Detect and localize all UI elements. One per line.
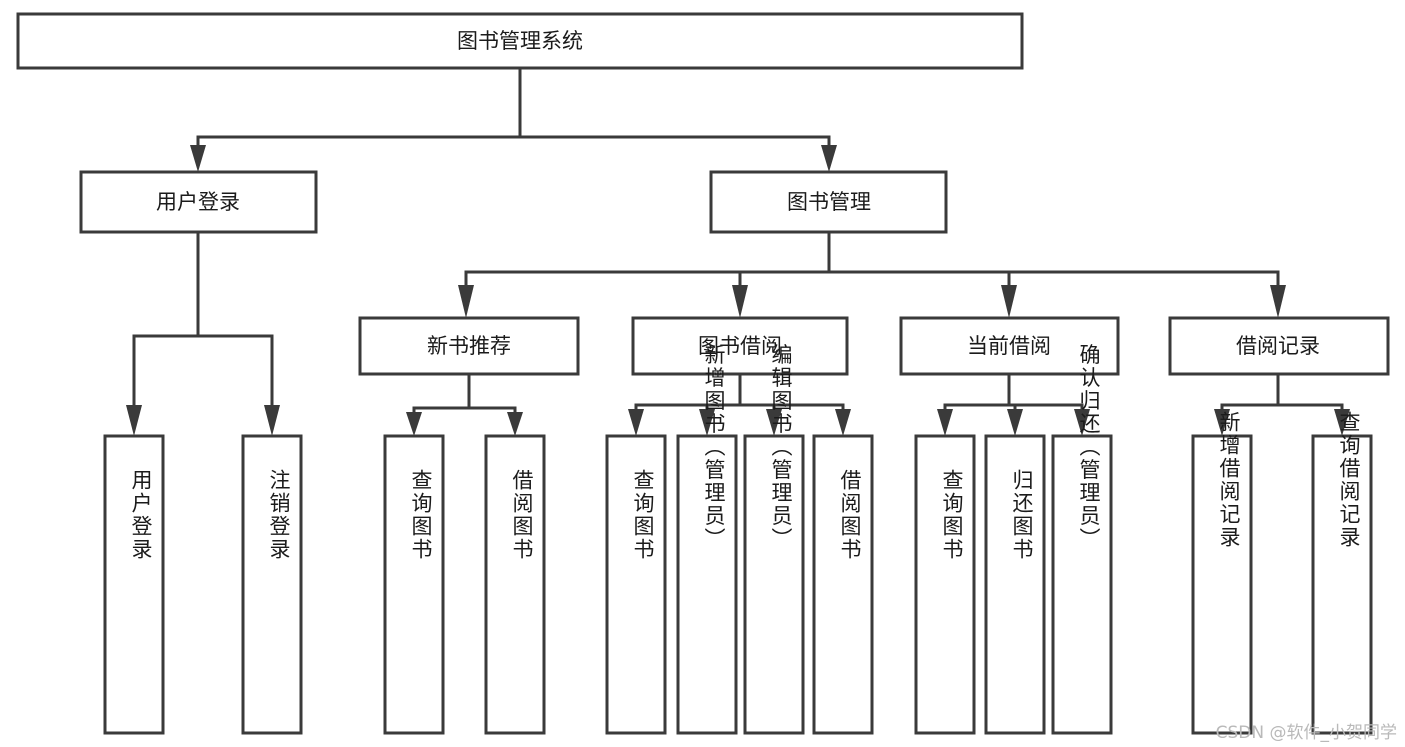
node-label: 查询图书 [940,469,964,561]
node-leaf-query-book-recommend[interactable]: 查询图书 [383,434,445,735]
node-current-borrow[interactable]: 当前借阅 [899,316,1120,376]
arrow-head-icon [1074,409,1090,436]
arrow-head-icon [507,412,523,436]
arrow-head-icon [835,409,851,436]
node-user-login[interactable]: 用户登录 [79,170,318,234]
arrow-head-icon [1270,285,1286,318]
node-label: 借阅图书 [510,469,534,561]
node-leaf-add-book[interactable]: 新增图书（管理员） [676,344,738,735]
arrow-head-icon [1001,285,1017,318]
node-box[interactable] [605,434,667,735]
connector-borrow-record-to-leaves [1214,372,1350,436]
node-label: 注销登录 [267,469,291,561]
connector-user-login-to-leaves [126,230,280,436]
node-box[interactable] [484,434,546,735]
node-box[interactable] [1311,434,1373,735]
node-box[interactable] [241,434,303,735]
node-box[interactable] [383,434,445,735]
node-leaf-query-book-borrow[interactable]: 查询图书 [605,434,667,735]
node-box[interactable] [984,434,1046,735]
node-box[interactable] [16,12,1024,70]
node-box[interactable] [1191,434,1253,735]
node-leaf-query-borrow-record[interactable]: 查询借阅记录 [1311,411,1373,735]
watermark: CSDN @软件_小贺同学 [1215,723,1397,743]
node-new-book-recommend[interactable]: 新书推荐 [358,316,580,376]
arrow-head-icon [1334,409,1350,436]
node-label: 新增图书（管理员） [702,344,726,551]
node-root[interactable]: 图书管理系统 [16,12,1024,70]
node-label: 借阅记录 [1236,334,1320,358]
node-box[interactable] [358,316,580,376]
node-label: 用户登录 [129,469,153,561]
node-box[interactable] [914,434,976,735]
arrow-head-icon [458,285,474,318]
node-box[interactable] [743,434,805,735]
arrow-head-icon [1007,409,1023,436]
node-box[interactable] [899,316,1120,376]
arrow-head-icon [264,405,280,436]
node-box[interactable] [1051,434,1113,735]
node-label: 当前借阅 [967,334,1051,358]
arrow-head-icon [766,409,782,436]
node-label: 确认归还（管理员） [1077,344,1101,551]
arrow-head-icon [937,409,953,436]
node-leaf-borrow-book-recommend[interactable]: 借阅图书 [484,434,546,735]
arrow-head-icon [699,409,715,436]
node-box[interactable] [103,434,165,735]
node-label: 归还图书 [1010,469,1034,561]
node-label: 借阅图书 [838,469,862,561]
node-book-borrow[interactable]: 图书借阅 [631,316,849,376]
connector-layer [126,66,1350,436]
node-label: 新书推荐 [427,334,511,358]
node-leaf-add-borrow-record[interactable]: 新增借阅记录 [1191,411,1253,735]
node-label: 编辑图书（管理员） [769,344,793,551]
node-label: 用户登录 [156,190,240,214]
arrow-head-icon [190,145,206,172]
node-label: 新增借阅记录 [1217,411,1241,549]
node-box[interactable] [79,170,318,234]
arrow-head-icon [406,412,422,436]
connector-book-borrow-to-leaves [628,372,851,436]
arrow-head-icon [1214,409,1230,436]
node-borrow-record[interactable]: 借阅记录 [1168,316,1390,376]
node-leaf-return-book[interactable]: 归还图书 [984,434,1046,735]
connector-book-management-to-level3 [458,230,1286,318]
node-leaf-user-login[interactable]: 用户登录 [103,434,165,735]
node-leaf-query-book-current[interactable]: 查询图书 [914,434,976,735]
node-label: 图书借阅 [698,334,782,358]
node-leaf-logout[interactable]: 注销登录 [241,434,303,735]
node-label: 图书管理系统 [457,29,583,53]
node-box[interactable] [812,434,874,735]
arrow-head-icon [126,405,142,436]
node-leaf-confirm-return[interactable]: 确认归还（管理员） [1051,344,1113,735]
node-label: 查询借阅记录 [1337,411,1361,549]
arrow-head-icon [732,285,748,318]
node-leaf-edit-book[interactable]: 编辑图书（管理员） [743,344,805,735]
node-label: 查询图书 [631,469,655,561]
node-book-management[interactable]: 图书管理 [709,170,948,234]
node-box[interactable] [1168,316,1390,376]
node-box[interactable] [709,170,948,234]
connector-current-borrow-to-leaves [937,372,1090,436]
arrow-head-icon [628,409,644,436]
node-label: 图书管理 [787,190,871,214]
node-leaf-borrow-book[interactable]: 借阅图书 [812,434,874,735]
node-label: 查询图书 [409,469,433,561]
node-box[interactable] [631,316,849,376]
node-box[interactable] [676,434,738,735]
arrow-head-icon [821,145,837,172]
connector-root-to-level2 [190,66,837,172]
connector-new-book-recommend-to-leaves [406,372,523,436]
